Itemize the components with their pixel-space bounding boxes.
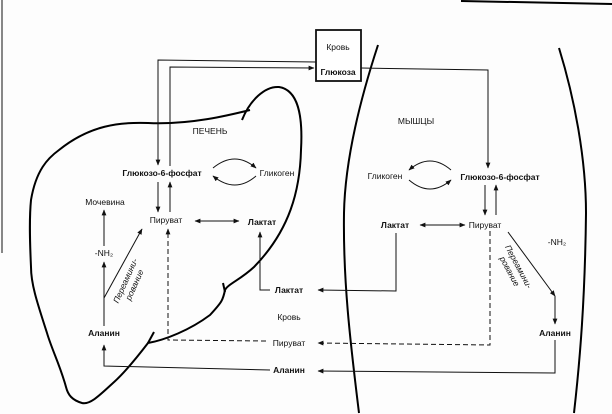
blood-lactate: Лактат (275, 285, 303, 295)
arrow-muscle-g6p-to-glycogen (408, 160, 452, 171)
blood-glucose-box (315, 29, 362, 82)
arrow-blood-pyruvate-to-liver (165, 228, 267, 342)
muscle-right-boundary (558, 47, 588, 414)
blood-pyruvate: Пируват (273, 338, 306, 348)
arrow-muscle-lactate-to-blood (317, 233, 397, 293)
top-border (460, 0, 612, 5)
arrow-liver-g6p-to-glucose (169, 65, 315, 166)
muscle-transamination-label: Переамини- рование (497, 243, 534, 290)
blood-alanine: Аланин (273, 365, 305, 375)
liver-stub (222, 282, 226, 293)
blood-title: Кровь (277, 312, 301, 322)
blood-box-title: Кровь (326, 42, 350, 52)
arrow-transamination-muscle (507, 231, 556, 297)
liver-glycogen: Гликоген (260, 168, 295, 178)
muscle-title: МЫШЦЫ (398, 116, 434, 126)
liver-title: ПЕЧЕНЬ (193, 126, 228, 136)
arrow-blood-alanine-to-liver (101, 344, 271, 371)
arrow-muscle-pyruvate-to-blood (317, 231, 491, 346)
liver-transamination-label: Переамини- рование (111, 257, 146, 305)
muscle-pyruvate: Пируват (469, 220, 502, 230)
liver-pyruvate: Пируват (150, 215, 183, 225)
arrow-muscle-alanine-to-blood (317, 340, 556, 374)
muscle-nh2: -NH₂ (548, 237, 566, 247)
muscle-g6p: Глюкозо-6-фосфат (460, 172, 539, 182)
blood-glucose-label: Глюкоза (320, 67, 355, 77)
liver-urea: Мочевина (85, 197, 125, 207)
muscle-lactate: Лактат (381, 220, 409, 230)
muscle-left-boundary (342, 44, 379, 414)
muscle-alanine: Аланин (539, 328, 571, 338)
arrow-glucose-to-muscle-g6p (360, 67, 491, 169)
liver-stub (147, 331, 155, 344)
arrow-glycogen-to-g6p (212, 175, 257, 186)
arrow-blood-lactate-to-liver (257, 231, 270, 291)
muscle-glycogen: Гликоген (368, 171, 403, 181)
liver-nh2: -NH₂ (95, 248, 113, 258)
liver-outline (28, 85, 303, 405)
arrow-g6p-to-glycogen (212, 158, 257, 169)
arrow-muscle-glycogen-to-g6p (408, 179, 452, 190)
liver-g6p: Глюкозо-6-фосфат (122, 168, 201, 178)
arrow-transamination-liver (103, 228, 143, 299)
liver-lactate: Лактат (248, 217, 276, 227)
liver-alanine: Аланин (88, 328, 120, 338)
arrow-glucose-to-liver-g6p (155, 59, 317, 166)
